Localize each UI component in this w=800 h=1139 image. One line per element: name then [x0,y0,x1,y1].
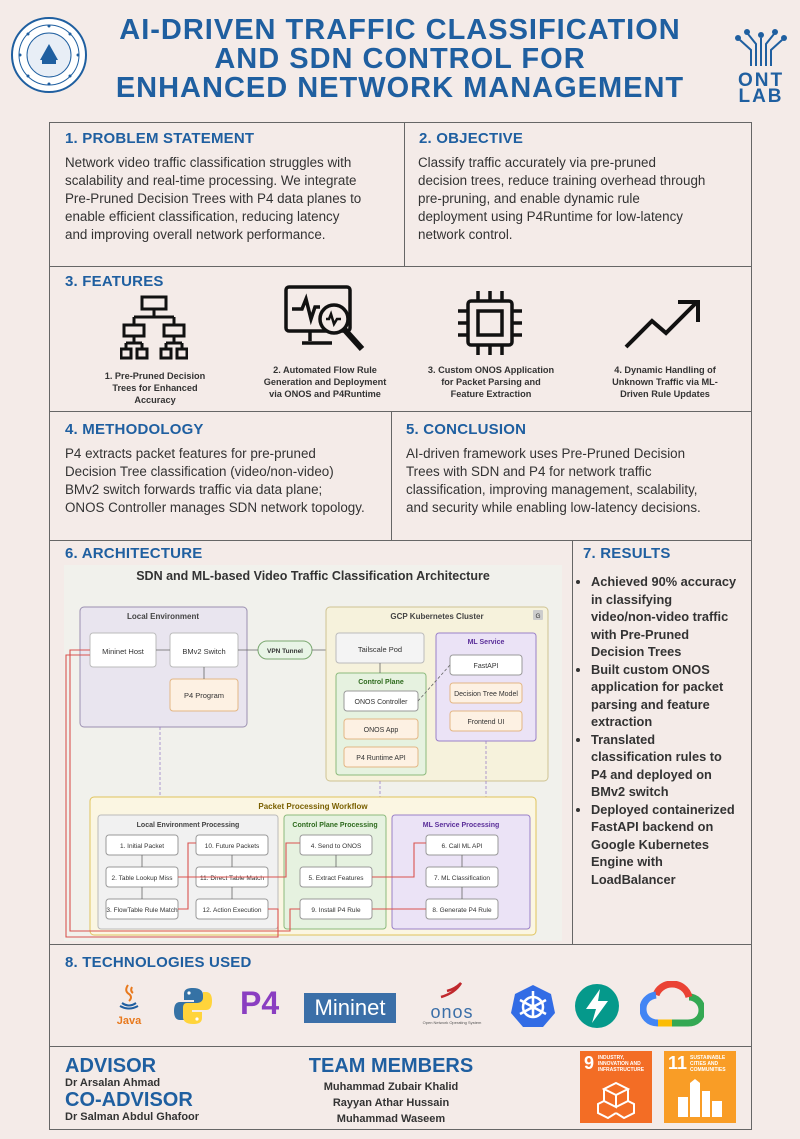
architecture-section: 6. ARCHITECTURE SDN and ML-based Video T… [49,540,573,945]
p4-logo: P4 [240,985,280,1021]
results-heading: 7. RESULTS [583,545,671,562]
advisor-heading: ADVISOR [65,1055,157,1077]
objective-text: Classify traffic accurately via pre-prun… [418,155,706,242]
credits-section: ADVISOR Dr Arsalan Ahmad CO-ADVISOR Dr S… [49,1046,752,1130]
team-member: Muhammad Waseem [336,1113,446,1125]
team-member: Rayyan Athar Hussain [332,1097,450,1109]
svg-text:2. Table Lookup Miss: 2. Table Lookup Miss [112,875,174,882]
problem-statement-heading: 1. PROBLEM STATEMENT [65,130,255,147]
objective-section: 2. OBJECTIVE Classify traffic accurately… [404,122,752,267]
p4-runtime-api-node [343,746,419,768]
decision-tree-model-node [449,682,523,704]
svg-text:ONOS App: ONOS App [364,727,399,734]
svg-text:3. FlowTable Rule Match: 3. FlowTable Rule Match [106,907,178,914]
poster-title: AI-DRIVEN TRAFFIC CLASSIFICATION AND SDN… [115,14,685,104]
svg-text:G: G [535,613,540,620]
objective-heading: 2. OBJECTIVE [419,130,524,147]
svg-text:10. Future Packets: 10. Future Packets [205,843,260,850]
svg-text:9. Install P4 Rule: 9. Install P4 Rule [311,907,361,914]
svg-text:BMv2 Switch: BMv2 Switch [182,647,225,656]
svg-text:Mininet Host: Mininet Host [102,647,145,656]
advisor-name: Dr Arsalan Ahmad [65,1077,161,1089]
svg-text:ONOS Controller: ONOS Controller [355,699,409,706]
svg-text:Decision Tree Model: Decision Tree Model [454,691,518,698]
frontend-ui-node [449,710,523,732]
technologies-section: 8. TECHNOLOGIES USED Java P4 Mininet ono… [49,944,752,1047]
onos-logo: onos Open Network Operating System [412,981,492,1031]
conclusion-heading: 5. CONCLUSION [406,421,527,438]
diagram-title: SDN and ML-based Video Traffic Classific… [136,569,490,583]
svg-text:FastAPI: FastAPI [474,663,499,670]
problem-statement-section: 1. PROBLEM STATEMENT Network video traff… [49,122,405,267]
team-member: Muhammad Zubair Khalid [323,1081,459,1093]
svg-text:P4 Runtime API: P4 Runtime API [356,755,405,762]
svg-text:Packet Processing Workflow: Packet Processing Workflow [258,802,368,811]
java-logo: Java [112,981,146,1031]
problem-statement-text: Network video traffic classification str… [65,155,362,242]
svg-text:11. Direct Table Match: 11. Direct Table Match [200,875,264,882]
svg-text:Control Plane Processing: Control Plane Processing [292,822,377,829]
monitor-search-icon [282,285,372,362]
svg-text:7. ML Classification: 7. ML Classification [434,875,490,882]
conclusion-text: AI-driven framework uses Pre-Pruned Deci… [406,446,701,515]
svg-text:Frontend UI: Frontend UI [468,719,505,726]
onos-app-node [343,718,419,740]
svg-text:ML Service: ML Service [468,639,505,646]
svg-text:12. Action Execution: 12. Action Execution [203,907,262,914]
hierarchy-icon [119,295,189,368]
fastapi-logo [574,983,620,1034]
methodology-text: P4 extracts packet features for pre-prun… [65,446,365,515]
methodology-heading: 4. METHODOLOGY [65,421,204,438]
chip-icon [456,289,524,362]
svg-text:Control Plane: Control Plane [358,679,404,686]
svg-text:Tailscale Pod: Tailscale Pod [358,645,402,654]
svg-text:P4 Program: P4 Program [184,691,224,700]
svg-text:5. Extract Features: 5. Extract Features [309,875,365,882]
coadvisor-heading: CO-ADVISOR [65,1089,193,1111]
university-seal-logo [10,16,88,94]
fastapi-node [449,654,523,676]
svg-text:6. Call ML API: 6. Call ML API [442,843,483,850]
svg-text:ML Service Processing: ML Service Processing [423,822,500,829]
python-logo [172,985,214,1032]
mininet-logo: Mininet [304,993,396,1023]
architecture-diagram: SDN and ML-based Video Traffic Classific… [64,565,562,941]
svg-text:VPN Tunnel: VPN Tunnel [267,648,303,655]
team-members-block: TEAM MEMBERS Muhammad Zubair Khalid Rayy… [306,1056,476,1127]
svg-text:4. Send to ONOS: 4. Send to ONOS [311,843,362,850]
methodology-section: 4. METHODOLOGY P4 extracts packet featur… [49,411,392,541]
coadvisor-name: Dr Salman Abdul Ghafoor [65,1111,200,1123]
team-members-heading: TEAM MEMBERS [308,1055,474,1077]
sdg-9-badge: 9 INDUSTRY, INNOVATION AND INFRASTRUCTUR… [580,1051,652,1123]
conclusion-section: 5. CONCLUSION AI-driven framework uses P… [391,411,752,541]
architecture-heading: 6. ARCHITECTURE [65,545,203,562]
svg-text:1. Initial Packet: 1. Initial Packet [120,843,164,850]
svg-text:Local Environment: Local Environment [127,612,199,621]
features-heading: 3. FEATURES [65,273,164,290]
sdg-11-badge: 11 SUSTAINABLE CITIES AND COMMUNITIES [664,1051,736,1123]
kubernetes-logo [510,983,556,1034]
svg-text:GCP Kubernetes Cluster: GCP Kubernetes Cluster [390,612,483,621]
svg-text:Local Environment Processing: Local Environment Processing [137,822,240,829]
google-cloud-logo [639,980,706,1034]
trend-arrow-icon [622,297,704,356]
svg-text:8. Generate P4 Rule: 8. Generate P4 Rule [432,907,492,914]
technologies-heading: 8. TECHNOLOGIES USED [65,954,252,971]
